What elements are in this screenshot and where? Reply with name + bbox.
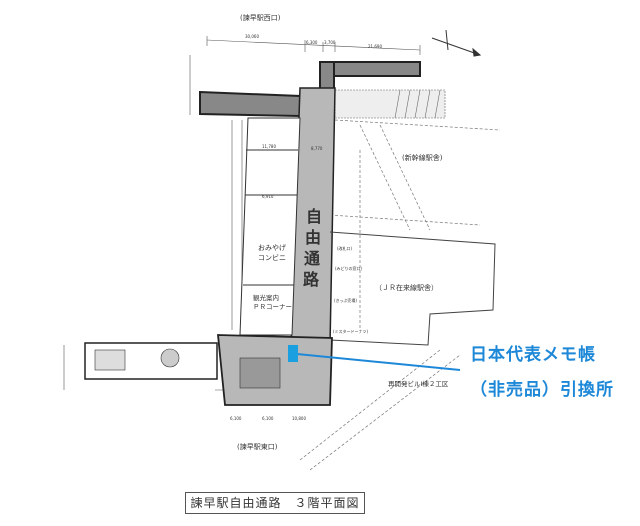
- svg-text:6,300: 6,300: [306, 40, 318, 45]
- jr-station-label: （ＪＲ在来線駅舎）: [375, 283, 438, 292]
- shop-label: おみやげ: [258, 243, 286, 252]
- svg-text:6,100: 6,100: [262, 416, 274, 421]
- svg-text:通: 通: [304, 249, 320, 268]
- svg-text:ＰＲコーナー: ＰＲコーナー: [253, 303, 292, 311]
- redevelopment-label: 再開発ビルⅠ棟２工区: [388, 379, 449, 388]
- dimension-labels: 30,060 6,300 3,700 21,690 11,780 8,770 6…: [230, 34, 382, 421]
- east-exit-label: (諫早駅東口): [237, 442, 278, 451]
- svg-text:10,800: 10,800: [292, 416, 306, 421]
- svg-text:(みどりの窓口): (みどりの窓口): [335, 265, 363, 271]
- plan-title: 諫早駅自由通路 ３階平面図: [185, 492, 365, 514]
- svg-text:由: 由: [305, 228, 321, 247]
- site-lines: [299, 119, 501, 471]
- svg-text:自: 自: [306, 207, 322, 226]
- tree-icon: [160, 348, 180, 368]
- svg-text:30,060: 30,060: [245, 34, 259, 39]
- jr-station-outline: [329, 231, 496, 346]
- callout-line-2: （非売品）引換所: [470, 380, 614, 400]
- svg-text:11,780: 11,780: [262, 144, 276, 149]
- svg-text:(きっぷ売場): (きっぷ売場): [334, 297, 357, 303]
- stairs-hatch: [334, 89, 446, 119]
- west-exit-label: (諫早駅西口): [240, 13, 281, 22]
- callout-line: [296, 353, 461, 371]
- svg-text:3,700: 3,700: [324, 40, 336, 45]
- svg-text:(ミスタードーナツ): (ミスタードーナツ): [333, 328, 369, 334]
- stairs: [239, 357, 281, 389]
- callout-line-1: 日本代表メモ帳: [470, 345, 596, 365]
- shop-column: [239, 117, 301, 336]
- shinkansen-label: (新幹線駅舎): [402, 153, 443, 162]
- north-arrow-icon: [431, 29, 482, 57]
- svg-text:路: 路: [303, 270, 320, 289]
- svg-text:8,770: 8,770: [311, 146, 323, 151]
- ticket-gate-label: (改札口): [337, 245, 353, 251]
- svg-text:6,100: 6,100: [230, 416, 242, 421]
- tourist-info-label: 観光案内: [253, 293, 279, 302]
- west-walkway: [199, 90, 301, 118]
- svg-text:6,910: 6,910: [262, 194, 274, 199]
- svg-text:コンビニ: コンビニ: [258, 253, 286, 262]
- corridor-label: 自 由 通 路: [303, 207, 322, 289]
- svg-text:21,690: 21,690: [368, 44, 382, 49]
- exchange-location-marker: [288, 345, 298, 362]
